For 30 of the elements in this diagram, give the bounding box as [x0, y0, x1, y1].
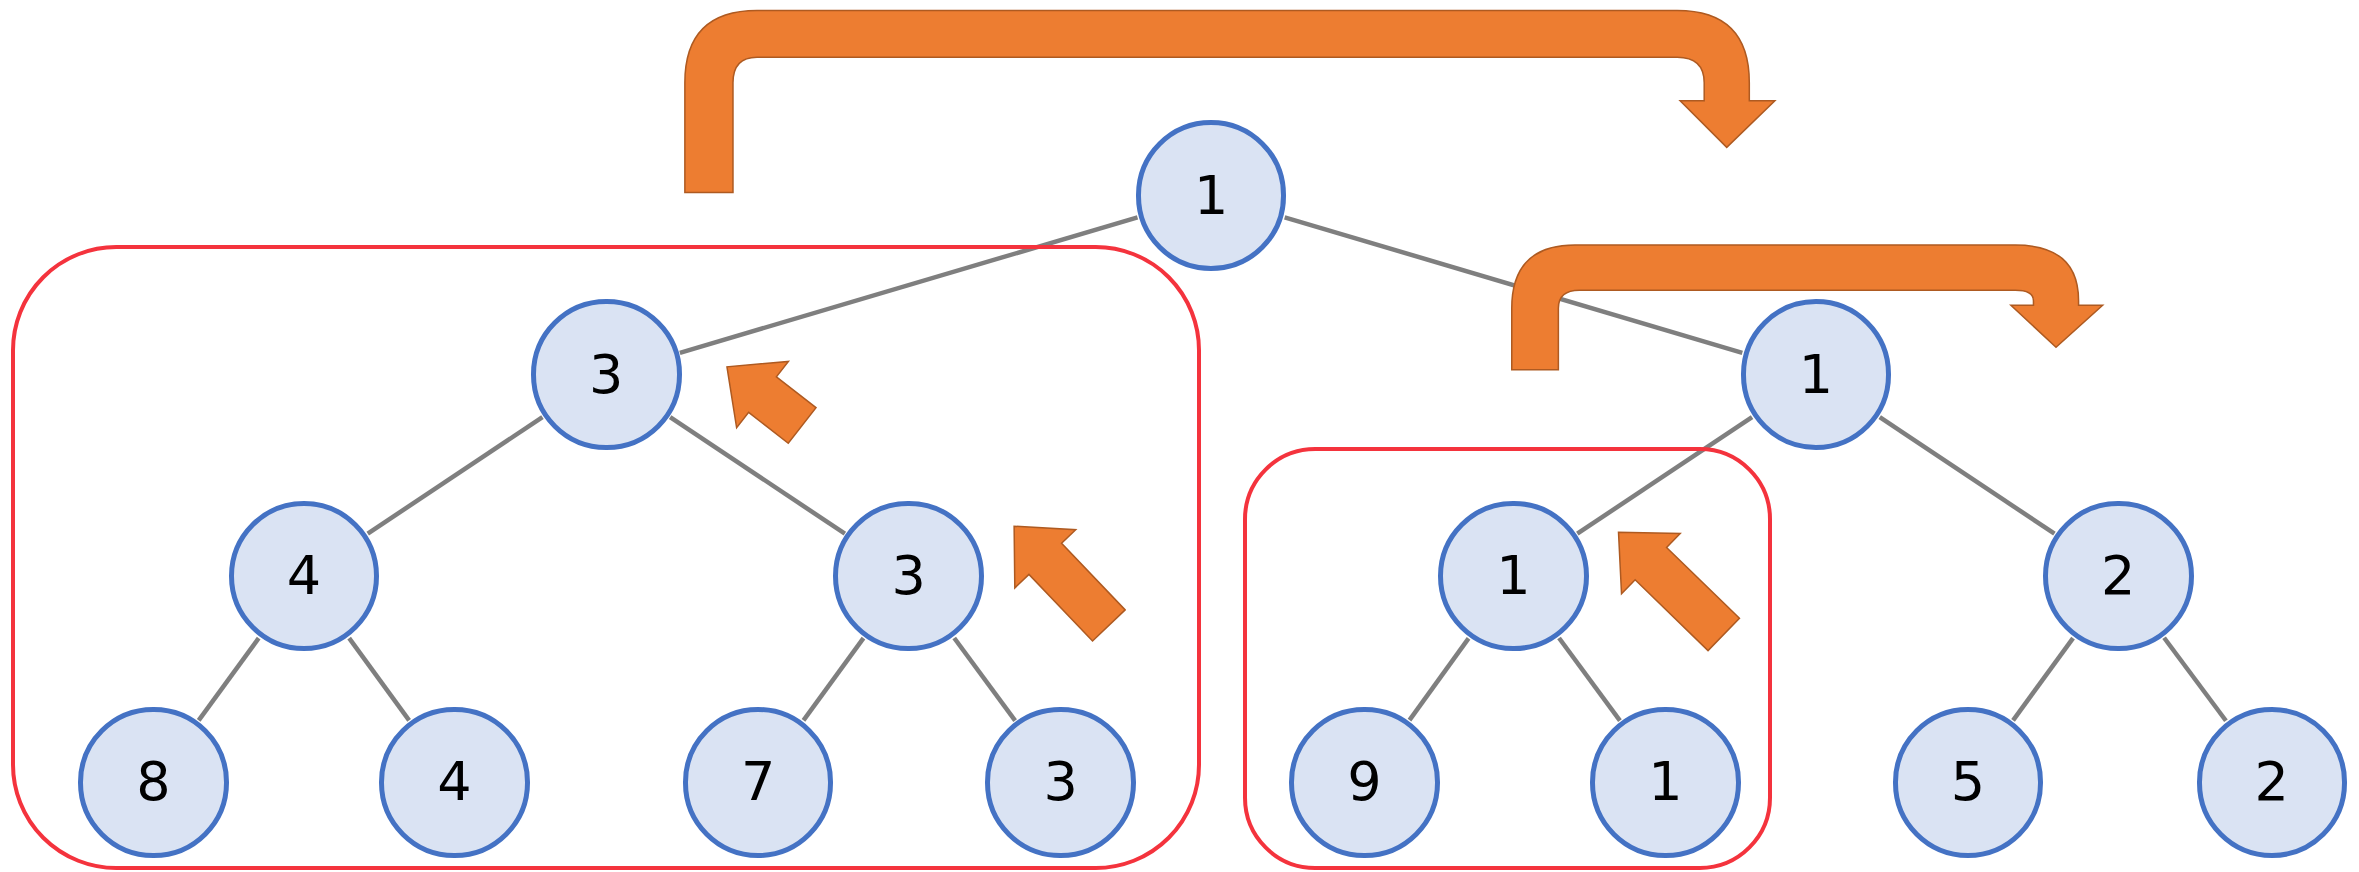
node-label: 2: [2254, 755, 2289, 810]
tree-edge: [1576, 415, 1754, 536]
node-label: 1: [1496, 549, 1531, 604]
node-label: 3: [1043, 755, 1078, 810]
group-outline: [10, 245, 1201, 870]
node-label: 3: [891, 549, 926, 604]
tree-edge: [2162, 636, 2228, 723]
node-label: 4: [437, 755, 472, 810]
tree-edge: [366, 415, 544, 536]
node-label: 4: [286, 549, 322, 604]
node-label: 1: [1798, 347, 1834, 402]
tree-edge: [196, 636, 261, 722]
tree-edge: [1407, 637, 1471, 722]
tree-edge: [801, 636, 866, 722]
node-label: 1: [1193, 168, 1229, 223]
tree-edge: [679, 215, 1139, 355]
tree-edge: [1878, 415, 2056, 536]
node-label: 7: [741, 755, 776, 810]
tree-edge: [2011, 636, 2075, 722]
tree-edge: [1284, 215, 1743, 355]
node-label: 9: [1347, 755, 1382, 810]
node-label: 1: [1648, 755, 1683, 810]
node-label: 8: [136, 755, 171, 810]
tree-edge: [668, 415, 847, 536]
node-label: 3: [589, 347, 624, 402]
tree-edge: [952, 636, 1017, 722]
tree-edge: [347, 636, 411, 722]
node-label: 2: [2101, 549, 2136, 604]
node-label: 5: [1950, 755, 1985, 810]
tree-edge: [1557, 636, 1622, 722]
